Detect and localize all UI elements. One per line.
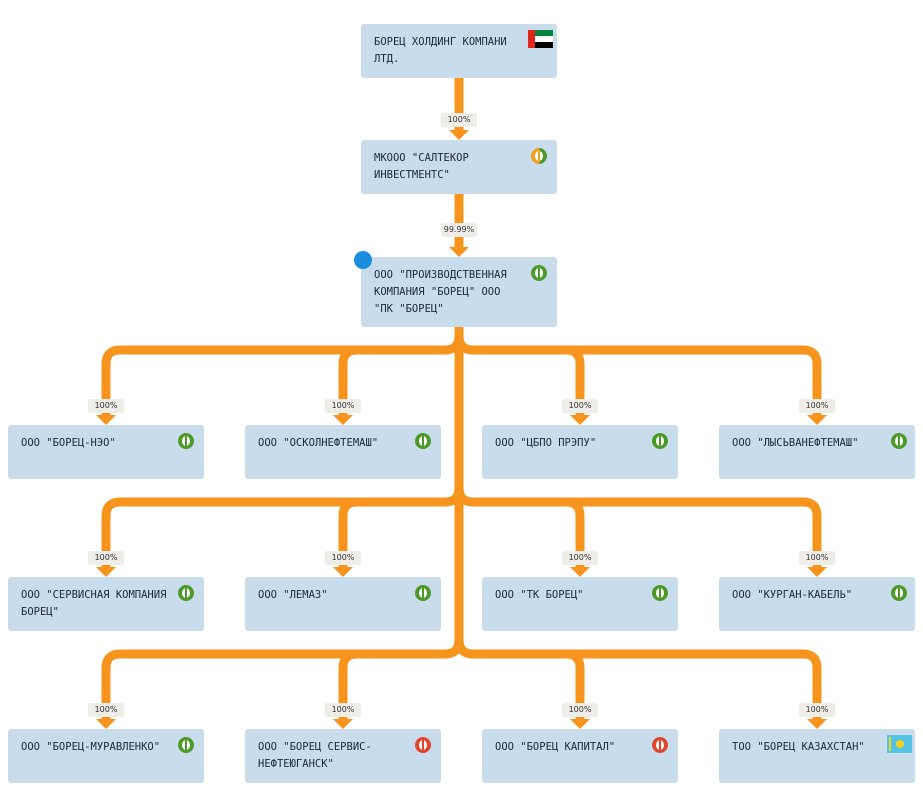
edge-share-label: 100% (325, 703, 361, 717)
kz-flag-icon (887, 735, 912, 753)
node-borets-muravlenko[interactable]: ООО "БОРЕЦ-МУРАВЛЕНКО" (8, 729, 204, 783)
connector-line (338, 327, 464, 721)
status-active-icon (652, 433, 668, 449)
node-label: ООО "ЦБПО ПРЭПУ" (495, 437, 597, 449)
node-label: ТОО "БОРЕЦ КАЗАХСТАН" (732, 741, 865, 753)
selected-node-marker[interactable] (354, 251, 372, 269)
arrowhead (333, 567, 353, 577)
edge-share-label: 100% (88, 703, 124, 717)
arrowhead (96, 415, 116, 425)
edge-share-label: 100% (799, 551, 835, 565)
node-kurgan-kabel[interactable]: ООО "КУРГАН-КАБЕЛЬ" (719, 577, 915, 631)
status-active-icon (652, 585, 668, 601)
uae-flag-icon (528, 30, 553, 48)
node-label: МКООО "САЛТЕКОР ИНВЕСТМЕНТС" (374, 152, 469, 181)
connector-line (101, 327, 464, 417)
arrowhead (570, 719, 590, 729)
arrowhead (333, 719, 353, 729)
node-servisnaya-kompaniya[interactable]: ООО "СЕРВИСНАЯ КОМПАНИЯ БОРЕЦ" (8, 577, 204, 631)
edge-share-label: 100% (799, 703, 835, 717)
node-borets-kazakhstan[interactable]: ТОО "БОРЕЦ КАЗАХСТАН" (719, 729, 915, 783)
edge-share-label: 100% (325, 399, 361, 413)
arrowhead (807, 567, 827, 577)
node-label: ООО "ЛЫСЬВАНЕФТЕМАШ" (732, 437, 859, 449)
node-label: ООО "ЛЕМАЗ" (258, 589, 328, 601)
connector-line (101, 327, 464, 721)
status-inactive-icon (415, 737, 431, 753)
node-label: ООО "БОРЕЦ-МУРАВЛЕНКО" (21, 741, 161, 753)
arrowhead (449, 130, 469, 140)
node-saltekor[interactable]: МКООО "САЛТЕКОР ИНВЕСТМЕНТС" (361, 140, 557, 194)
node-label: ООО "ТК БОРЕЦ" (495, 589, 584, 601)
node-pk-borets[interactable]: ООО "ПРОИЗВОДСТВЕННАЯ КОМПАНИЯ "БОРЕЦ" О… (361, 257, 557, 327)
arrowhead (449, 247, 469, 257)
node-label: ООО "БОРЕЦ СЕРВИС- НЕФТЕЮГАНСК" (258, 741, 372, 770)
status-active-icon (531, 265, 547, 281)
node-label: ООО "КУРГАН-КАБЕЛЬ" (732, 589, 853, 601)
arrowhead (807, 719, 827, 729)
node-label: ООО "БОРЕЦ КАПИТАЛ" (495, 741, 616, 753)
status-inactive-icon (652, 737, 668, 753)
edge-share-label: 100% (88, 399, 124, 413)
status-active-icon (178, 737, 194, 753)
node-label: БОРЕЦ ХОЛДИНГ КОМПАНИ ЛТД. (374, 36, 507, 65)
node-tsbpo-prepu[interactable]: ООО "ЦБПО ПРЭПУ" (482, 425, 678, 479)
status-active-icon (891, 433, 907, 449)
arrowhead (333, 415, 353, 425)
node-lemaz[interactable]: ООО "ЛЕМАЗ" (245, 577, 441, 631)
edge-share-label: 100% (562, 703, 598, 717)
node-tk-borets[interactable]: ООО "ТК БОРЕЦ" (482, 577, 678, 631)
node-borets-neo[interactable]: ООО "БОРЕЦ-НЭО" (8, 425, 204, 479)
status-active-icon (415, 433, 431, 449)
edge-share-label: 99.99% (441, 223, 477, 237)
node-lysvaneftemash[interactable]: ООО "ЛЫСЬВАНЕФТЕМАШ" (719, 425, 915, 479)
status-active-icon (178, 585, 194, 601)
status-active-icon (178, 433, 194, 449)
connector-line (454, 327, 585, 721)
connector-line (454, 327, 822, 417)
edge-share-label: 100% (562, 399, 598, 413)
connector-line (454, 327, 822, 721)
node-oskolneftemash[interactable]: ООО "ОСКОЛНЕФТЕМАШ" (245, 425, 441, 479)
node-borets-holding[interactable]: БОРЕЦ ХОЛДИНГ КОМПАНИ ЛТД. (361, 24, 557, 78)
node-label: ООО "СЕРВИСНАЯ КОМПАНИЯ БОРЕЦ" (21, 589, 167, 618)
node-borets-kapital[interactable]: ООО "БОРЕЦ КАПИТАЛ" (482, 729, 678, 783)
status-mixed-icon (531, 148, 547, 164)
node-borets-servis-nefteyugansk[interactable]: ООО "БОРЕЦ СЕРВИС- НЕФТЕЮГАНСК" (245, 729, 441, 783)
node-label: ООО "БОРЕЦ-НЭО" (21, 437, 116, 449)
arrowhead (570, 415, 590, 425)
arrowhead (96, 567, 116, 577)
arrowhead (96, 719, 116, 729)
node-label: ООО "ОСКОЛНЕФТЕМАШ" (258, 437, 379, 449)
edge-share-label: 100% (562, 551, 598, 565)
arrowhead (807, 415, 827, 425)
edge-share-label: 100% (799, 399, 835, 413)
edge-share-label: 100% (441, 113, 477, 127)
status-active-icon (415, 585, 431, 601)
arrowhead (570, 567, 590, 577)
edge-share-label: 100% (325, 551, 361, 565)
node-label: ООО "ПРОИЗВОДСТВЕННАЯ КОМПАНИЯ "БОРЕЦ" О… (374, 269, 507, 315)
edge-share-label: 100% (88, 551, 124, 565)
status-active-icon (891, 585, 907, 601)
